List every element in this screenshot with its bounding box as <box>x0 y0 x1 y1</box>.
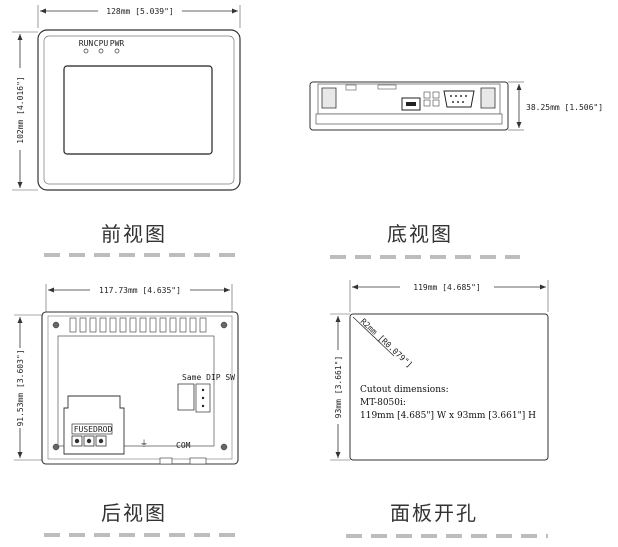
dip-switch-label: Same DIP SW <box>182 373 235 382</box>
vent-slots <box>69 317 207 333</box>
cutout-note-size: 119mm [4.685"] W x 93mm [3.661"] H <box>360 411 536 421</box>
caption-front-view: 前视图 <box>101 222 167 246</box>
cutout-height-label: 93mm [3.661"] <box>334 356 343 419</box>
caption-bottom-view: 底视图 <box>387 222 453 246</box>
led-label-run: RUN <box>79 39 94 48</box>
led-label-pwr: PWR <box>110 39 125 48</box>
serial-port <box>443 90 475 108</box>
com-label: COM <box>176 441 191 450</box>
bottom-depth-label: 38.25mm [1.506"] <box>526 103 603 112</box>
led-indicator <box>98 48 104 54</box>
cutout-note-model: MT-8050i: <box>360 398 406 408</box>
dip-switch <box>177 383 195 411</box>
caption-panel-cutout: 面板开孔 <box>390 501 478 525</box>
front-view: 128mm [5.039"] 102mm [4.016"] RUN CPU PW… <box>12 5 241 191</box>
led-label-cpu: CPU <box>94 39 109 48</box>
cutout-outline <box>349 313 549 461</box>
cutout-view: 119mm [4.685"] 93mm [3.661"] R2mm [R0.07… <box>330 280 549 461</box>
caption-rear-view: 后视图 <box>101 501 167 525</box>
bottom-view: 38.25mm [1.506"] <box>309 81 603 131</box>
ground-icon: ⏚ <box>140 439 148 448</box>
rear-height-label: 91.53mm [3.603"] <box>16 349 25 426</box>
front-width-label: 128mm [5.039"] <box>106 7 173 16</box>
cutout-note-title: Cutout dimensions: <box>360 385 449 395</box>
front-screen <box>63 65 213 155</box>
rear-view: 117.73mm [4.635"] 91.53mm [3.603"] Same … <box>14 284 239 465</box>
front-height-label: 102mm [4.016"] <box>16 76 25 143</box>
led-indicator <box>114 48 120 54</box>
led-indicator <box>83 48 89 54</box>
rear-width-label: 117.73mm [4.635"] <box>99 286 181 295</box>
cutout-width-label: 119mm [4.685"] <box>413 283 480 292</box>
terminal-label: FUSEDROD <box>74 425 113 434</box>
